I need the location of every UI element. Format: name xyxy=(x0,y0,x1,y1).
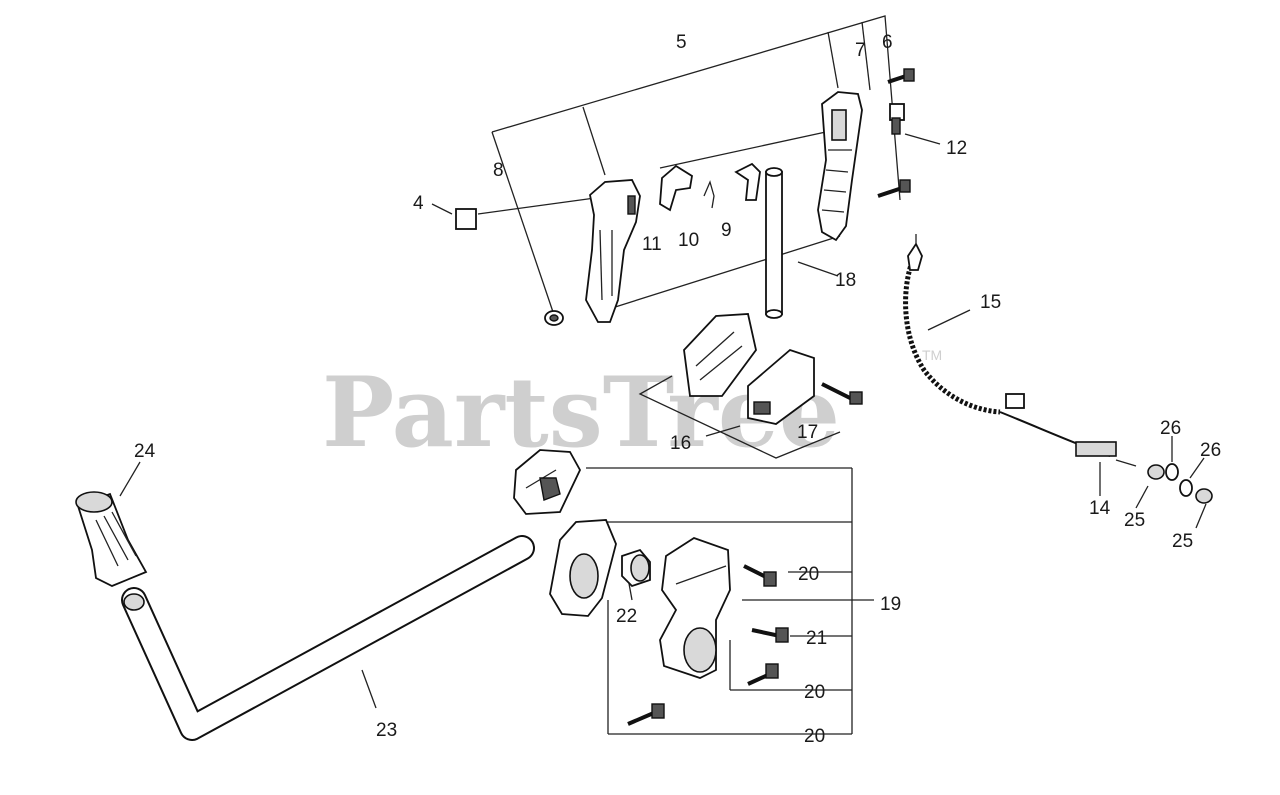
callout-18: 18 xyxy=(835,270,856,291)
cushion-plate xyxy=(549,519,617,617)
clamp-bracket-lines xyxy=(638,375,841,459)
callout-5: 5 xyxy=(676,32,687,53)
mount-block-top xyxy=(513,449,582,515)
callout-12: 12 xyxy=(946,138,967,159)
callout-17: 17 xyxy=(797,422,818,443)
callout-24: 24 xyxy=(134,441,156,462)
callout-19: 19 xyxy=(880,594,901,615)
part-6-screw xyxy=(887,68,915,84)
part-12-clip xyxy=(889,103,905,135)
upper-bracket-lines xyxy=(431,15,941,313)
part-23-handle-bar xyxy=(121,535,535,741)
part-26-washer-left xyxy=(1165,463,1179,481)
callout-20-bottom: 20 xyxy=(804,726,825,747)
part-25-nut-left xyxy=(1147,464,1165,480)
callout-20-top: 20 xyxy=(798,564,819,585)
part-17-clamp-cap xyxy=(747,348,815,425)
callout-labels: 5 7 6 8 4 12 11 10 9 18 15 16 17 26 26 1… xyxy=(134,32,1221,747)
part-screw-lower xyxy=(877,179,911,198)
callout-25-right: 25 xyxy=(1172,531,1193,552)
part-10-spring xyxy=(703,180,715,209)
washer-leader-lines xyxy=(1135,436,1207,529)
callout-26-right: 26 xyxy=(1200,440,1221,461)
callout-21: 21 xyxy=(806,628,827,649)
callout-25-left: 25 xyxy=(1124,510,1145,531)
part-9-lever xyxy=(734,162,761,201)
callout-7: 7 xyxy=(855,40,866,61)
part-20-bolt-middle xyxy=(747,663,779,686)
part-22-bushing xyxy=(621,548,651,588)
callout-14: 14 xyxy=(1089,498,1111,519)
lower-bracket-lines xyxy=(586,467,874,735)
part-11-trigger xyxy=(659,164,693,212)
callout-10: 10 xyxy=(678,230,699,251)
part-21-bolt xyxy=(751,627,789,643)
callout-11: 11 xyxy=(642,234,662,255)
part-5-left-handle xyxy=(585,179,641,323)
part-18-tube xyxy=(765,167,783,319)
clamp-screw xyxy=(821,382,863,405)
part-4-cap xyxy=(455,208,477,230)
part-25-nut-right xyxy=(1195,488,1213,504)
callout-20-middle: 20 xyxy=(804,682,825,703)
part-19-bracket xyxy=(659,537,731,679)
callout-8: 8 xyxy=(493,160,504,181)
part-20-bolt-bottom xyxy=(627,703,665,726)
callout-15: 15 xyxy=(980,292,1001,313)
watermark-trademark: TM xyxy=(922,347,942,363)
part-24-grip xyxy=(75,461,148,587)
part-7-right-handle xyxy=(817,91,863,242)
callout-16: 16 xyxy=(670,433,691,454)
callout-23: 23 xyxy=(376,720,397,741)
part-15-throttle-cable xyxy=(903,234,1137,467)
callout-22: 22 xyxy=(616,606,637,627)
part-26-washer-right xyxy=(1179,479,1193,497)
callout-6: 6 xyxy=(882,32,893,53)
callout-9: 9 xyxy=(721,220,732,241)
part-8-nut xyxy=(544,310,564,326)
callout-4: 4 xyxy=(413,193,424,214)
part-20-bolt-top xyxy=(743,564,777,587)
part-16-clamp xyxy=(683,313,757,397)
callout-26-left: 26 xyxy=(1160,418,1181,439)
